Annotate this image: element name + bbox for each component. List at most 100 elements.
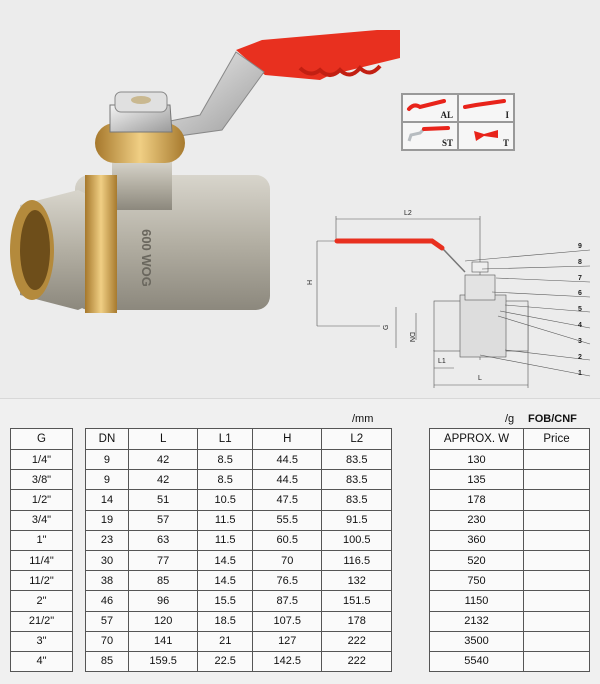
- table-row: 1/4": [10, 448, 73, 471]
- cell-price: [523, 630, 590, 652]
- cell-g: 2": [10, 590, 73, 612]
- column-header-dn: DN: [85, 428, 129, 450]
- cell-l1: 10.5: [197, 489, 253, 511]
- dimension-unit: /mm: [352, 413, 374, 425]
- cell-price: [523, 529, 590, 551]
- part-numbers: 9 8 7 6 5 4 3 2 1: [578, 243, 582, 377]
- table-row: 230: [429, 509, 590, 531]
- column-header-weight: APPROX. W: [429, 428, 524, 450]
- part-number: 9: [578, 243, 582, 250]
- column-header-l2: L2: [321, 428, 392, 450]
- column-header-h: H: [251, 428, 323, 450]
- cell-weight: 135: [429, 469, 524, 491]
- cell-l2: 132: [321, 570, 392, 592]
- cell-price: [523, 549, 590, 572]
- part-number: 3: [578, 338, 582, 345]
- table-row: 3": [10, 630, 73, 652]
- dim-label-dn: DN: [408, 332, 415, 342]
- cell-h: 142.5: [251, 650, 323, 673]
- cell-price: [523, 590, 590, 612]
- header-row: G: [10, 428, 73, 450]
- part-number: 1: [578, 370, 582, 377]
- cell-l1: 21: [197, 630, 253, 652]
- handle-option-al: AL: [402, 94, 458, 122]
- table-row: 2132: [429, 610, 590, 632]
- table-row: 3/8": [10, 469, 73, 491]
- cell-l2: 100.5: [321, 529, 392, 551]
- cell-price: [523, 469, 590, 491]
- cell-h: 70: [251, 549, 323, 572]
- i-handle-icon: [463, 99, 506, 109]
- table-row: 11/4": [10, 549, 73, 572]
- cell-dn: 70: [85, 630, 129, 652]
- cell-price: [523, 509, 590, 531]
- cell-g: 1": [10, 529, 73, 551]
- table-row: 178: [429, 489, 590, 511]
- dim-label-h: H: [307, 280, 314, 285]
- part-number: 2: [578, 354, 582, 361]
- cell-l2: 83.5: [321, 489, 392, 511]
- cell-l: 63: [127, 529, 199, 551]
- dim-label-l2: L2: [404, 210, 412, 217]
- table-row: 130: [429, 448, 590, 471]
- cell-h: 107.5: [251, 610, 323, 632]
- dim-label-l1: L1: [438, 358, 446, 365]
- weight-unit: /g: [505, 413, 515, 425]
- table-row: 21/2": [10, 610, 73, 632]
- column-header-l: L: [127, 428, 199, 450]
- cell-h: 55.5: [251, 509, 323, 531]
- cell-h: 44.5: [251, 469, 323, 491]
- handle-option-t: T: [458, 122, 514, 150]
- cell-weight: 5540: [429, 650, 524, 673]
- cell-l: 42: [127, 469, 199, 491]
- cell-l1: 11.5: [197, 529, 253, 551]
- cell-g: 4": [10, 650, 73, 673]
- cell-l: 120: [127, 610, 199, 632]
- price-terms: FOB/CNF: [528, 413, 577, 425]
- cell-h: 44.5: [251, 448, 323, 471]
- table-row: 4": [10, 650, 73, 673]
- cell-dn: 9: [85, 469, 129, 491]
- cell-l2: 83.5: [321, 448, 392, 471]
- part-number: 5: [578, 306, 582, 313]
- cell-g: 3": [10, 630, 73, 652]
- cell-g: 1/2": [10, 489, 73, 511]
- cell-l1: 11.5: [197, 509, 253, 531]
- cell-weight: 130: [429, 448, 524, 471]
- cell-weight: 3500: [429, 630, 524, 652]
- cell-weight: 2132: [429, 610, 524, 632]
- dim-label-l: L: [478, 375, 482, 382]
- cell-dn: 57: [85, 610, 129, 632]
- st-handle-icon: [407, 126, 450, 142]
- cell-l: 77: [127, 549, 199, 572]
- cell-l2: 151.5: [321, 590, 392, 612]
- cell-l2: 222: [321, 650, 392, 673]
- cell-price: [523, 570, 590, 592]
- dim-label-g: G: [383, 325, 390, 330]
- cell-l1: 14.5: [197, 549, 253, 572]
- cell-l1: 18.5: [197, 610, 253, 632]
- handle-options-legend: AL I ST T: [401, 93, 515, 151]
- column-header-price: Price: [523, 428, 590, 450]
- cell-l2: 116.5: [321, 549, 392, 572]
- cell-h: 47.5: [251, 489, 323, 511]
- cell-g: 11/2": [10, 570, 73, 592]
- cell-dn: 23: [85, 529, 129, 551]
- cell-dn: 19: [85, 509, 129, 531]
- cell-l: 96: [127, 590, 199, 612]
- table-row: 3500: [429, 630, 590, 652]
- cell-l1: 22.5: [197, 650, 253, 673]
- table-row: 11/2": [10, 570, 73, 592]
